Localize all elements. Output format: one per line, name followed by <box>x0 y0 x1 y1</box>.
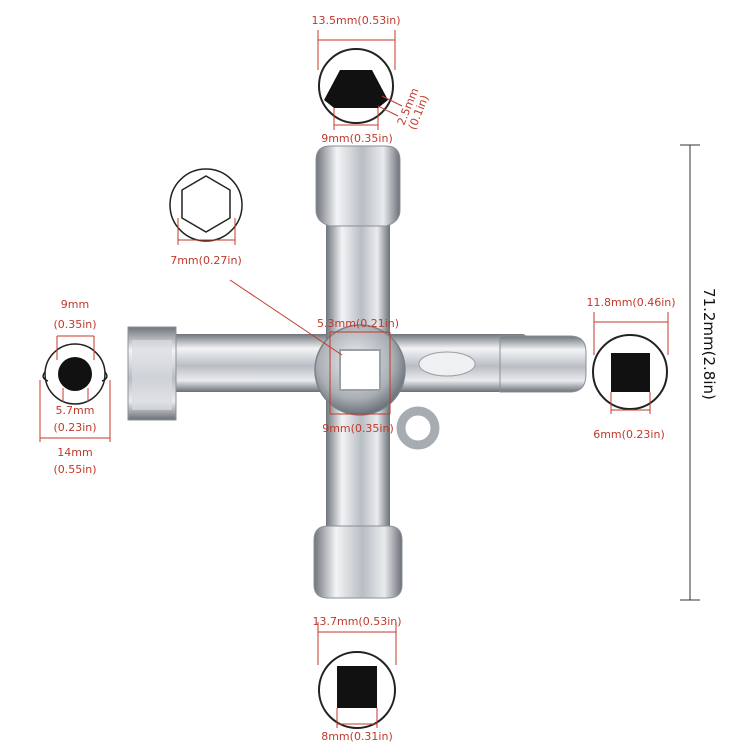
bottom-profile-circle <box>318 651 396 729</box>
center-dimensions: 5.3mm(0.21in) 9mm(0.35in) <box>317 317 399 435</box>
right-profile: 11.8mm(0.46in) 6mm(0.23in) <box>586 296 675 441</box>
overall-length: 71.2mm(2.8in) <box>680 144 724 601</box>
bottom-bottom-label: 8mm(0.31in) <box>321 730 393 743</box>
top-socket <box>315 145 401 227</box>
left-mid-label: 5.7mm <box>56 404 95 417</box>
hex-size-label: 7mm(0.27in) <box>170 254 242 267</box>
left-top-in-label: (0.35in) <box>53 318 96 331</box>
hex-leader-line <box>229 279 343 356</box>
hex-profile-circle <box>169 168 243 242</box>
right-profile-circle <box>592 334 668 410</box>
overall-length-label: 71.2mm(2.8in) <box>700 288 718 400</box>
top-profile-circle <box>318 48 394 124</box>
left-profile-circle <box>44 343 106 405</box>
slider-slot <box>418 351 476 377</box>
bottom-profile: 13.7mm(0.53in) 8mm(0.31in) <box>312 615 401 743</box>
bottom-top-label: 13.7mm(0.53in) <box>312 615 401 628</box>
left-bottom-in-label: (0.55in) <box>53 463 96 476</box>
bottom-square-profile-icon <box>337 666 377 708</box>
top-inner-label: 9mm(0.35in) <box>321 132 393 145</box>
hex-profile-icon <box>181 175 231 233</box>
left-profile: 9mm (0.35in) 5.7mm (0.23in) 14mm (0.55in… <box>39 298 111 476</box>
left-bottom-label: 14mm <box>57 446 92 459</box>
left-mid-in-label: (0.23in) <box>53 421 96 434</box>
hex-profile: 7mm(0.27in) <box>169 168 343 356</box>
right-socket <box>499 335 587 393</box>
center-top-label: 5.3mm(0.21in) <box>317 317 399 330</box>
square-profile-icon <box>611 353 650 392</box>
hanging-ring <box>396 406 440 450</box>
bottom-socket <box>313 525 403 599</box>
top-width-label: 13.5mm(0.53in) <box>311 14 400 27</box>
triangle-profile-icon <box>324 70 388 108</box>
right-bottom-label: 6mm(0.23in) <box>593 428 665 441</box>
right-top-label: 11.8mm(0.46in) <box>586 296 675 309</box>
left-top-label: 9mm <box>61 298 89 311</box>
cross-key-tool <box>127 145 587 599</box>
round-profile-icon <box>58 357 92 391</box>
top-profile: 13.5mm(0.53in) 9mm(0.35in) 2.5mm (0.1in) <box>311 14 431 145</box>
center-square-socket <box>339 349 381 391</box>
center-bottom-label: 9mm(0.35in) <box>322 422 394 435</box>
